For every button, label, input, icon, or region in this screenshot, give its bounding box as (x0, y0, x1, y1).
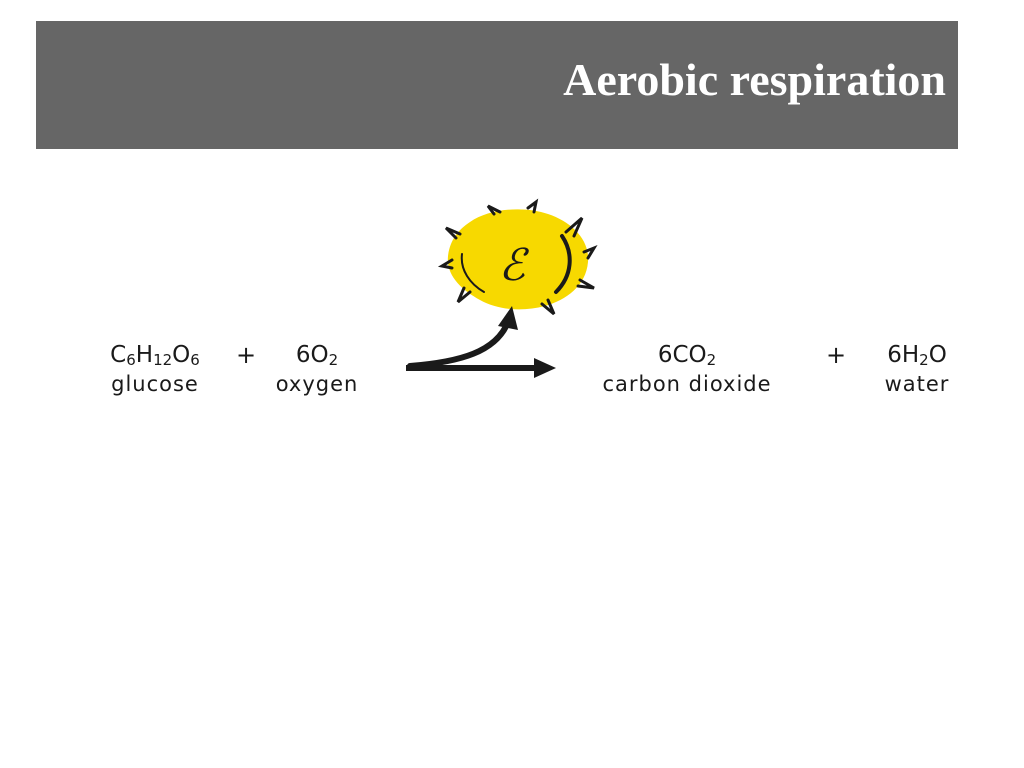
carbon-dioxide-label: carbon dioxide (602, 372, 772, 396)
reactant-oxygen: 6O2 oxygen (262, 340, 372, 398)
reaction-arrow (406, 306, 556, 378)
product-carbon-dioxide: 6CO2 carbon dioxide (580, 340, 794, 398)
reactant-glucose: C6H12O6 glucose (95, 340, 215, 398)
product-water: 6H2O water (872, 340, 962, 398)
plus-sign-reactants: + (236, 341, 257, 369)
glucose-label: glucose (111, 372, 199, 396)
glucose-formula: C6H12O6 (110, 342, 200, 369)
plus-sign-products: + (826, 341, 847, 369)
slide-title: Aerobic respiration (563, 54, 946, 105)
carbon-dioxide-formula: 6CO2 (657, 342, 717, 369)
oxygen-label: oxygen (275, 372, 359, 396)
oxygen-formula: 6O2 (295, 342, 339, 369)
energy-symbol: ℰ (499, 240, 530, 291)
water-formula: 6H2O (887, 342, 947, 369)
water-label: water (884, 372, 950, 396)
title-bar: Aerobic respiration (36, 21, 958, 149)
energy-burst-icon (437, 198, 598, 316)
